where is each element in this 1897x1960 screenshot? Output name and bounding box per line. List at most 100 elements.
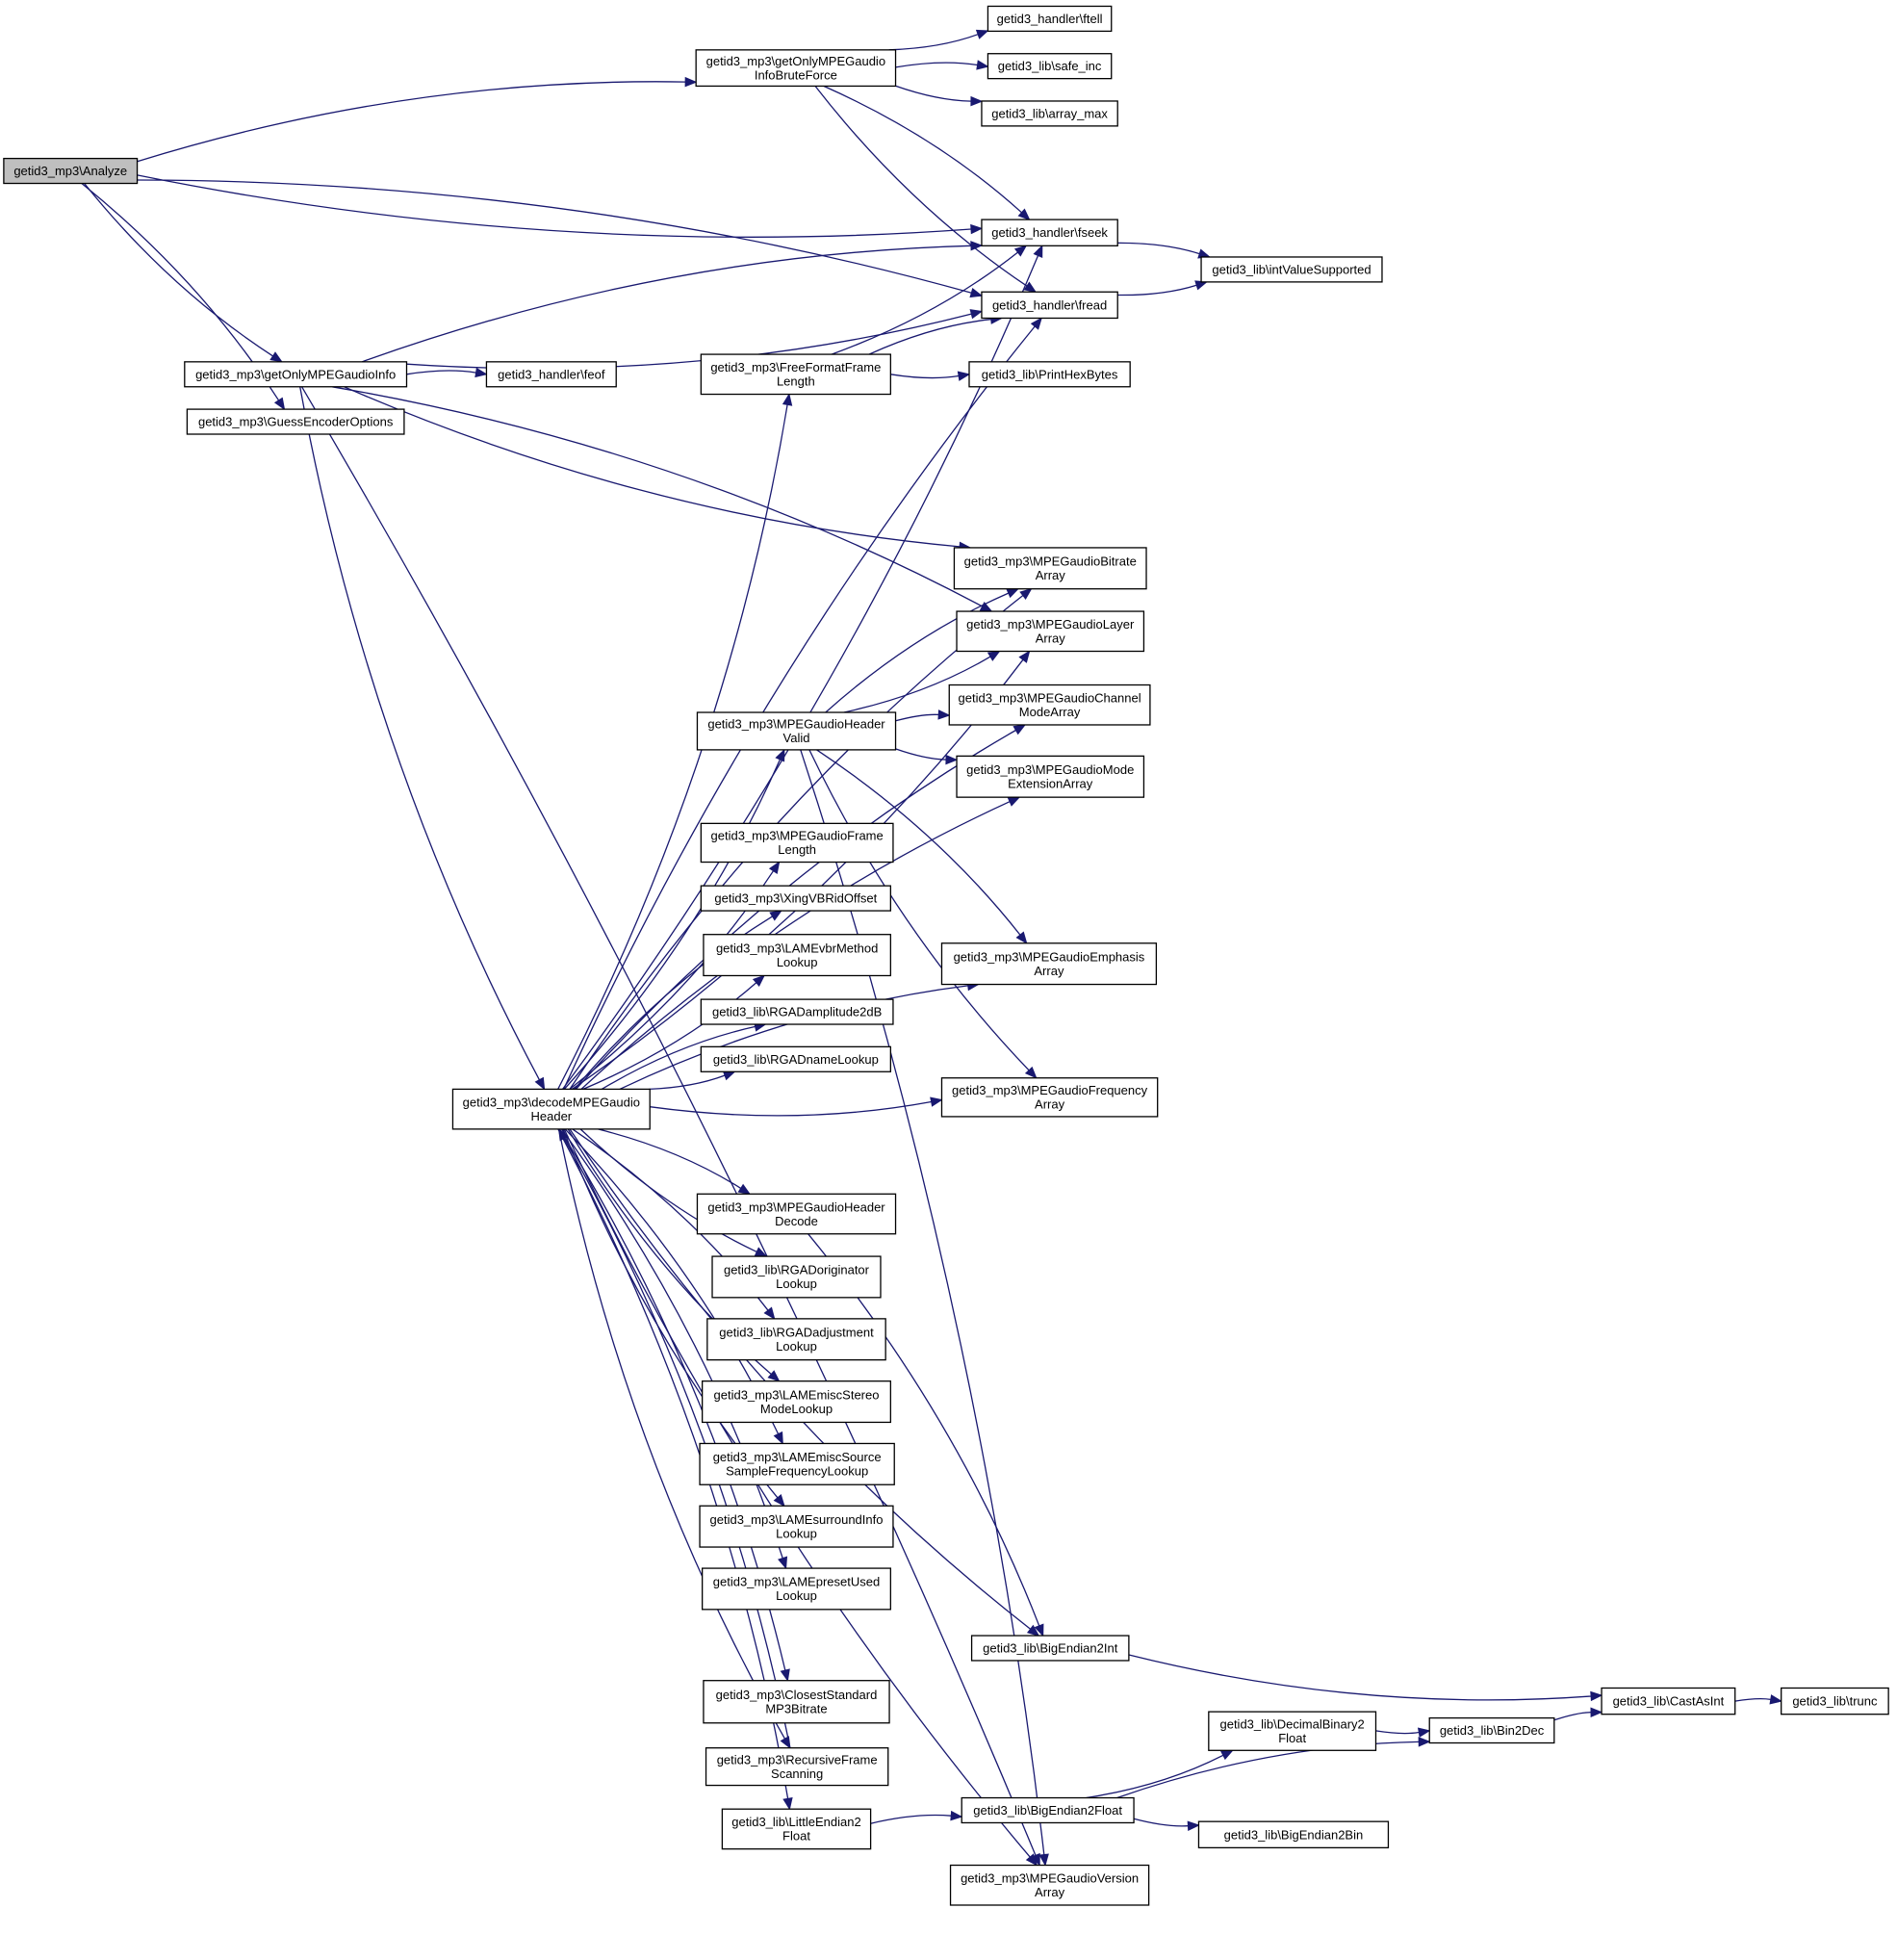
node-label: getid3_mp3\MPEGaudioHeader bbox=[707, 717, 885, 732]
node-label: InfoBruteForce bbox=[755, 67, 837, 82]
node-trunc[interactable]: getid3_lib\trunc bbox=[1781, 1687, 1889, 1715]
arrowhead-icon bbox=[474, 367, 488, 378]
node-label: Length bbox=[778, 842, 816, 857]
arrowhead-icon bbox=[957, 371, 971, 381]
arrowhead-icon bbox=[1025, 1853, 1038, 1867]
edge-fseek-to-intvalue bbox=[1117, 242, 1200, 255]
node-label: SampleFrequencyLookup bbox=[726, 1464, 868, 1479]
node-box bbox=[699, 1505, 894, 1548]
node-box bbox=[721, 1808, 872, 1850]
node-fread[interactable]: getid3_handler\fread bbox=[981, 291, 1118, 320]
node-label: Scanning bbox=[771, 1767, 823, 1781]
node-label: Lookup bbox=[776, 1526, 817, 1540]
edge-decode-to-rgaorig bbox=[579, 1128, 757, 1252]
edge-analyze-to-getonly bbox=[84, 183, 273, 357]
edge-decode-to-headerdecode bbox=[598, 1128, 742, 1189]
node-getonly[interactable]: getid3_mp3\getOnlyMPEGaudioInfo bbox=[184, 361, 408, 388]
node-box bbox=[987, 53, 1113, 80]
arrowhead-icon bbox=[1017, 208, 1031, 220]
node-be2float[interactable]: getid3_lib\BigEndian2Float bbox=[961, 1796, 1135, 1824]
node-xing[interactable]: getid3_mp3\XingVBRidOffset bbox=[700, 885, 891, 912]
node-box bbox=[701, 1380, 891, 1424]
edge-decode-to-frequency bbox=[650, 1100, 932, 1117]
node-box bbox=[940, 1077, 1159, 1118]
node-label: MP3Bitrate bbox=[765, 1701, 827, 1715]
node-bruteforce[interactable]: getid3_mp3\getOnlyMPEGaudioInfoBruteForc… bbox=[695, 49, 897, 88]
node-label: getid3_lib\RGADadjustment bbox=[719, 1326, 874, 1340]
node-analyze[interactable]: getid3_mp3\Analyze bbox=[3, 157, 139, 185]
node-label: getid3_mp3\FreeFormatFrame bbox=[710, 360, 881, 374]
arrowhead-icon bbox=[1019, 587, 1033, 600]
node-box bbox=[700, 885, 891, 912]
node-feof[interactable]: getid3_handler\feof bbox=[485, 361, 617, 388]
node-label: Array bbox=[1036, 632, 1066, 646]
node-label: getid3_lib\RGADnameLookup bbox=[713, 1052, 879, 1067]
node-ftell[interactable]: getid3_handler\ftell bbox=[987, 5, 1113, 33]
node-box bbox=[705, 1747, 889, 1787]
node-rganame[interactable]: getid3_lib\RGADnameLookup bbox=[700, 1045, 891, 1072]
node-printhex[interactable]: getid3_lib\PrintHexBytes bbox=[968, 361, 1131, 388]
node-box bbox=[3, 157, 139, 185]
node-rgaamp[interactable]: getid3_lib\RGADamplitude2dB bbox=[700, 998, 894, 1025]
edge-decode-to-freeformat bbox=[557, 404, 788, 1090]
arrowhead-icon bbox=[970, 241, 984, 251]
edge-getonly-to-bitrate bbox=[344, 386, 961, 548]
arrowhead-icon bbox=[1007, 796, 1021, 807]
arrowhead-icon bbox=[1013, 245, 1028, 257]
node-box bbox=[184, 361, 408, 388]
node-intvalue[interactable]: getid3_lib\intValueSupported bbox=[1200, 256, 1383, 283]
edge-bruteforce-to-safeinc bbox=[895, 62, 978, 68]
node-label: Float bbox=[1278, 1731, 1306, 1745]
node-box bbox=[981, 291, 1118, 320]
arrowhead-icon bbox=[1033, 245, 1043, 258]
node-castasint[interactable]: getid3_lib\CastAsInt bbox=[1601, 1687, 1736, 1715]
node-source[interactable]: getid3_mp3\LAMEmiscSourceSampleFrequency… bbox=[699, 1442, 895, 1485]
edge-decode-to-preset bbox=[560, 1128, 783, 1559]
arrowhead-icon bbox=[782, 393, 793, 406]
node-box bbox=[703, 1680, 890, 1724]
arrowhead-icon bbox=[1006, 588, 1020, 599]
arrowhead-icon bbox=[1015, 931, 1028, 944]
arrowhead-icon bbox=[1034, 1623, 1044, 1638]
node-box bbox=[1208, 1711, 1377, 1751]
edge-layer bbox=[81, 29, 1783, 1867]
node-box bbox=[711, 1255, 882, 1299]
node-label: getid3_mp3\RecursiveFrame bbox=[717, 1752, 878, 1767]
node-fseek[interactable]: getid3_handler\fseek bbox=[981, 219, 1118, 246]
node-guess[interactable]: getid3_mp3\GuessEncoderOptions bbox=[186, 408, 405, 435]
arrowhead-icon bbox=[752, 974, 765, 987]
node-bin2dec[interactable]: getid3_lib\Bin2Dec bbox=[1428, 1716, 1555, 1744]
edge-getonly-to-feof bbox=[406, 370, 476, 375]
edge-freeformat-to-printhex bbox=[890, 374, 960, 379]
arrowhead-icon bbox=[945, 754, 959, 765]
node-arraymax[interactable]: getid3_lib\array_max bbox=[981, 100, 1118, 127]
edge-getonly-to-decode bbox=[299, 386, 540, 1081]
node-box bbox=[956, 610, 1145, 653]
node-safeinc[interactable]: getid3_lib\safe_inc bbox=[987, 53, 1113, 80]
node-be2bin[interactable]: getid3_lib\BigEndian2Bin bbox=[1197, 1820, 1390, 1849]
node-be2int[interactable]: getid3_lib\BigEndian2Int bbox=[970, 1635, 1130, 1662]
